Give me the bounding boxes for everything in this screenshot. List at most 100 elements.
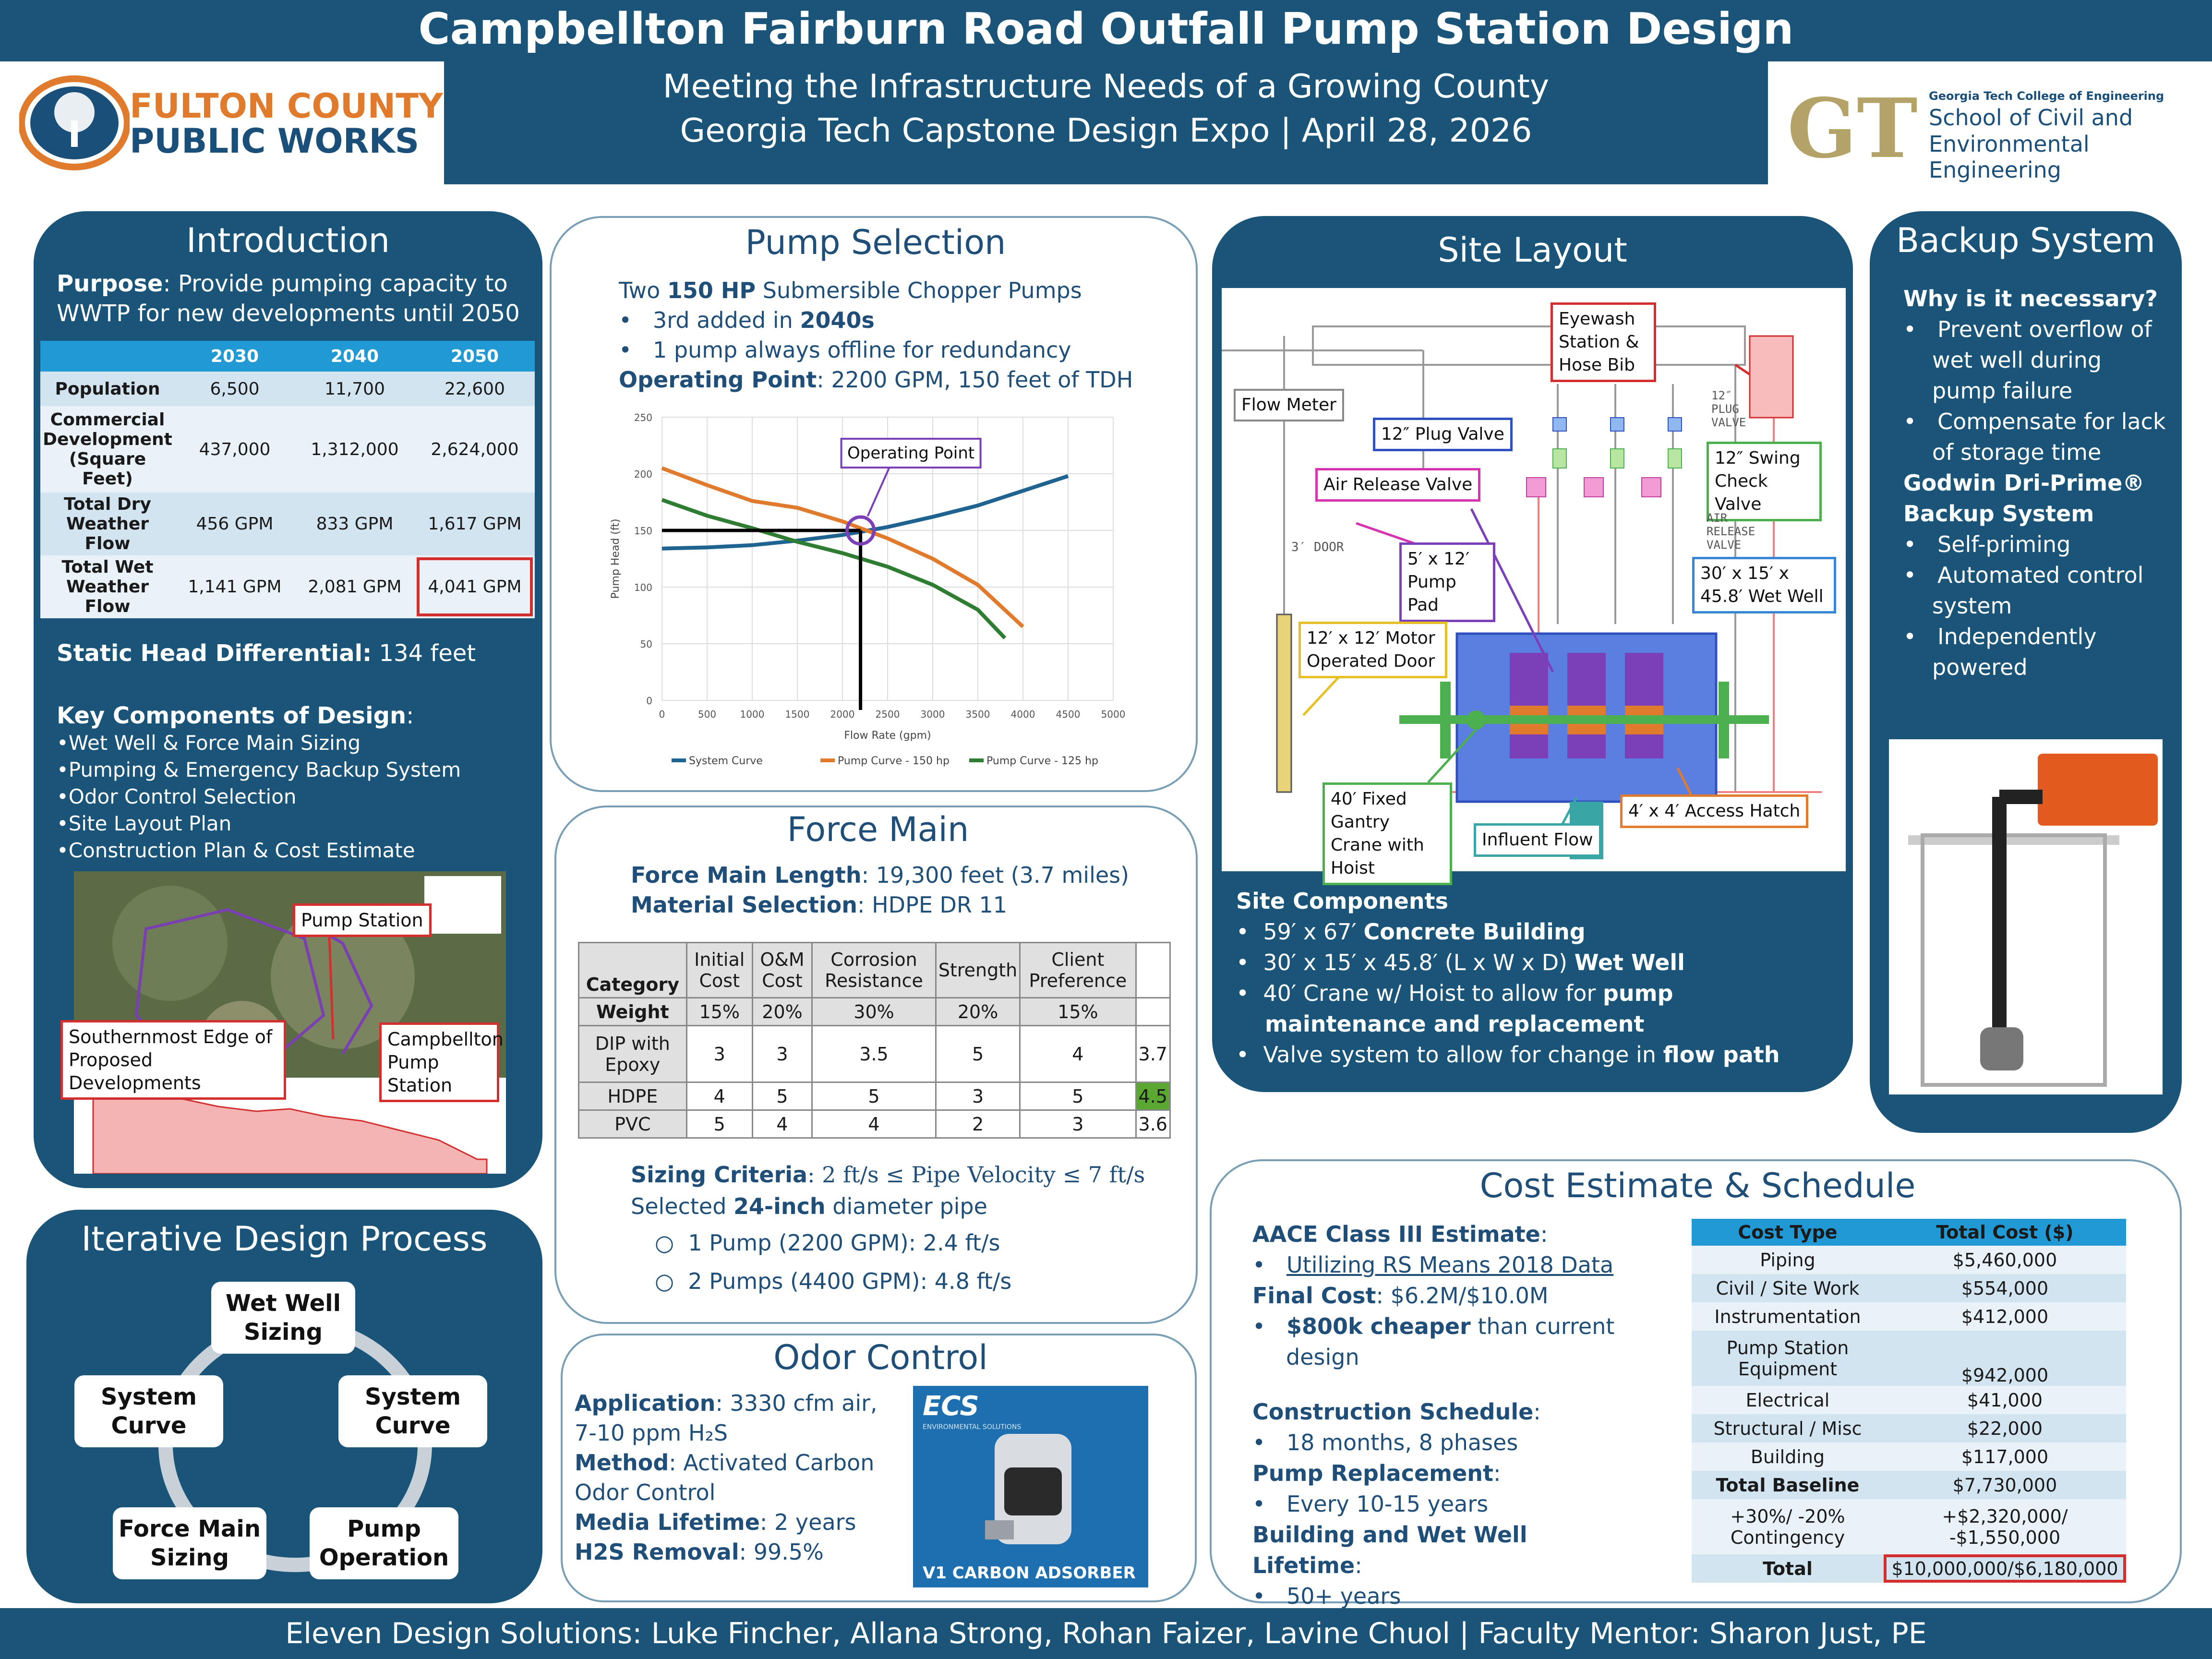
list-item: •Site Layout Plan	[57, 812, 232, 835]
table-row: Civil / Site Work$554,000	[1692, 1274, 2126, 1302]
x-tick-label: 4000	[1011, 709, 1035, 720]
odor-title: Odor Control	[773, 1338, 988, 1377]
table-row: Structural / Misc$22,000	[1692, 1414, 2126, 1443]
y-tick-label: 0	[646, 695, 652, 707]
x-tick-label: 2000	[830, 709, 855, 720]
step-pump-operation: Pump Operation	[310, 1507, 458, 1579]
highlight-cell: $10,000,000/$6,180,000	[1884, 1554, 2126, 1583]
subtitle-line: Meeting the Infrastructure Needs of a Gr…	[662, 68, 1550, 106]
poster-title: Campbellton Fairburn Road Outfall Pump S…	[418, 4, 1794, 54]
table-row: Piping$5,460,000	[1692, 1246, 2126, 1274]
ecs-product: V1 CARBON ADSORBER	[923, 1563, 1136, 1583]
cost-text: AACE Class III Estimate: • Utilizing RS …	[1252, 1221, 1615, 1609]
purpose-text: Purpose: Provide pumping capacity to WWT…	[57, 270, 520, 327]
legend-entry: System Curve	[689, 755, 763, 767]
poster-subtitle: Meeting the Infrastructure Needs of a Gr…	[444, 65, 1768, 153]
odor-control-panel: Odor Control Application: 3330 cfm air, …	[561, 1334, 1197, 1602]
x-tick-label: 3000	[921, 709, 945, 720]
callout-influent: Influent Flow	[1474, 823, 1601, 857]
list-item: •Pumping & Emergency Backup System	[57, 758, 461, 781]
series-line	[661, 498, 1007, 639]
introduction-panel: Introduction Purpose: Provide pumping ca…	[34, 211, 542, 1188]
logo-line2: PUBLIC WORKS	[130, 121, 420, 161]
step-system-curve-left: System Curve	[74, 1375, 223, 1447]
list-item: •Construction Plan & Cost Estimate	[57, 839, 415, 862]
gt-mark-icon: GT	[1787, 81, 1918, 177]
godwin-pump-image	[1889, 739, 2163, 1094]
introduction-title: Introduction	[186, 221, 390, 260]
backup-title: Backup System	[1896, 221, 2155, 260]
callout-crane: 40′ Fixed Gantry Crane with Hoist	[1322, 782, 1452, 885]
footer-credits: Eleven Design Solutions: Luke Fincher, A…	[0, 1608, 2212, 1659]
step-wet-well-sizing: Wet Well Sizing	[211, 1282, 355, 1354]
fulton-logo: FULTON COUNTY PUBLIC WORKS	[0, 61, 444, 184]
callout-swing-valve: 12″ Swing Check Valve	[1707, 442, 1822, 521]
y-tick-label: 250	[634, 412, 652, 423]
x-tick-label: 4500	[1056, 709, 1081, 720]
table-row: Commercial Development (Square Feet)437,…	[40, 406, 535, 493]
operating-point-marker	[845, 515, 876, 546]
x-tick-label: 5000	[1101, 709, 1126, 720]
logo-line1: FULTON COUNTY	[130, 86, 443, 126]
series-line	[661, 474, 1069, 551]
callout-pump-pad: 5′ x 12′ Pump Pad	[1399, 542, 1495, 622]
callout-eyewash: Eyewash Station & Hose Bib	[1551, 302, 1656, 382]
cost-panel: Cost Estimate & Schedule AACE Class III …	[1210, 1159, 2182, 1609]
y-tick-label: 200	[634, 469, 652, 480]
x-tick-label: 2500	[876, 709, 900, 720]
highlight-cell: 4,041 GPM	[415, 555, 535, 618]
force-main-title: Force Main	[787, 810, 969, 849]
map-label-southern-edge: Southernmost Edge of Proposed Developmen…	[60, 1020, 286, 1100]
list-item: •Wet Well & Force Main Sizing	[57, 731, 361, 755]
y-tick-label: 150	[634, 525, 652, 537]
backup-panel: Backup System Why is it necessary? • Pre…	[1870, 211, 2182, 1133]
y-axis-label: Pump Head (ft)	[610, 519, 622, 599]
legend-entry: Pump Curve - 150 hp	[838, 755, 950, 767]
table-row: Building$117,000	[1692, 1443, 2126, 1471]
callout-wet-well: 30′ x 15′ x 45.8′ Wet Well	[1692, 557, 1836, 613]
static-head: Static Head Differential: 134 feet	[57, 640, 476, 667]
list-item: •Odor Control Selection	[57, 785, 297, 808]
callout-flow-meter: Flow Meter	[1234, 389, 1344, 421]
label-air-release-small: AIR RELEASE VALVE	[1707, 511, 1755, 552]
key-components-list: •Wet Well & Force Main Sizing •Pumping &…	[57, 730, 461, 864]
table-row: Instrumentation$412,000	[1692, 1302, 2126, 1331]
site-plan-graphic	[1222, 325, 1822, 859]
x-tick-label: 1500	[785, 709, 810, 720]
step-system-curve-right: System Curve	[338, 1375, 487, 1447]
gt-line1: School of Civil and	[1929, 105, 2133, 131]
event-line: Georgia Tech Capstone Design Expo | Apri…	[680, 112, 1532, 150]
table-row: Pump Station Equipment$942,000	[1692, 1331, 2126, 1386]
y-tick-label: 100	[634, 582, 652, 593]
force-main-panel: Force Main Force Main Length: 19,300 fee…	[554, 805, 1198, 1324]
operating-point-arrow	[866, 467, 890, 517]
callout-air-release: Air Release Valve	[1315, 468, 1481, 502]
ecs-adsorber-image: ECS ENVIRONMENTAL SOLUTIONS V1 CARBON AD…	[913, 1386, 1148, 1587]
map-label-campbellton: Campbellton Pump Station	[379, 1022, 504, 1102]
gt-logo: GT Georgia Tech College of Engineering S…	[1768, 61, 2212, 184]
iterative-title: Iterative Design Process	[81, 1219, 488, 1259]
x-tick-label: 500	[698, 709, 716, 720]
odor-text: Application: 3330 cfm air, 7-10 ppm H₂S …	[575, 1390, 878, 1565]
pump-selection-text: Two 150 HP Submersible Chopper Pumps • 3…	[619, 277, 1133, 393]
step-force-main-sizing: Force Main Sizing	[113, 1507, 266, 1579]
operating-point-label: Operating Point	[847, 444, 974, 463]
subtitle-band	[444, 61, 1768, 184]
table-row: +30%/ -20% Contingency+$2,320,000/ -$1,5…	[1692, 1499, 2126, 1554]
site-layout-title: Site Layout	[1438, 230, 1627, 270]
x-tick-label: 1000	[740, 709, 765, 720]
header-bar	[0, 0, 2212, 61]
site-components: Site Components • 59′ x 67′ Concrete Bui…	[1236, 888, 1780, 1068]
force-main-text: Force Main Length: 19,300 feet (3.7 mile…	[631, 862, 1130, 918]
x-tick-label: 0	[659, 709, 665, 720]
ecs-sub: ENVIRONMENTAL SOLUTIONS	[923, 1423, 1022, 1431]
